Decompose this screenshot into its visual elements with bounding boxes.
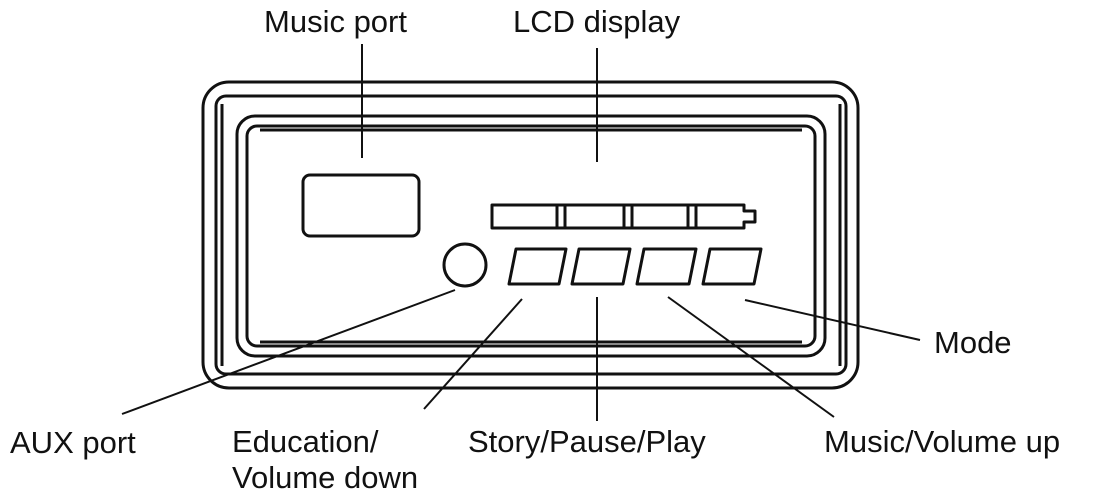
lcd-display — [490, 203, 757, 230]
education-label-line2: Volume down — [232, 460, 419, 495]
device-outer-frame — [201, 80, 860, 390]
music-port-label: Music port — [264, 4, 407, 39]
story-pause-play-label: Story/Pause/Play — [468, 424, 706, 459]
lcd-display-frame — [490, 203, 757, 230]
music-volume-up-label: Music/Volume up — [824, 424, 1061, 459]
music-volume-up-button — [635, 247, 698, 286]
aux-port-jack — [442, 242, 488, 288]
mode-callout-line — [744, 299, 921, 341]
lcd-display-label: LCD display — [513, 4, 681, 39]
front-panel-inner — [245, 124, 817, 348]
education-volume-down-button — [507, 247, 568, 286]
mode-button — [701, 247, 763, 286]
music-volume-up-callout-line — [667, 296, 835, 418]
aux-port-callout-line — [121, 289, 456, 415]
front-panel-outer — [235, 114, 827, 358]
education-label-line1: Education/ — [232, 424, 379, 459]
story-pause-play-button — [570, 247, 632, 286]
music-port-slot — [301, 173, 421, 238]
device-outer-rim — [214, 94, 848, 376]
aux-port-label: AUX port — [10, 425, 136, 460]
education-callout-line — [423, 298, 523, 410]
mode-label: Mode — [934, 325, 1012, 360]
